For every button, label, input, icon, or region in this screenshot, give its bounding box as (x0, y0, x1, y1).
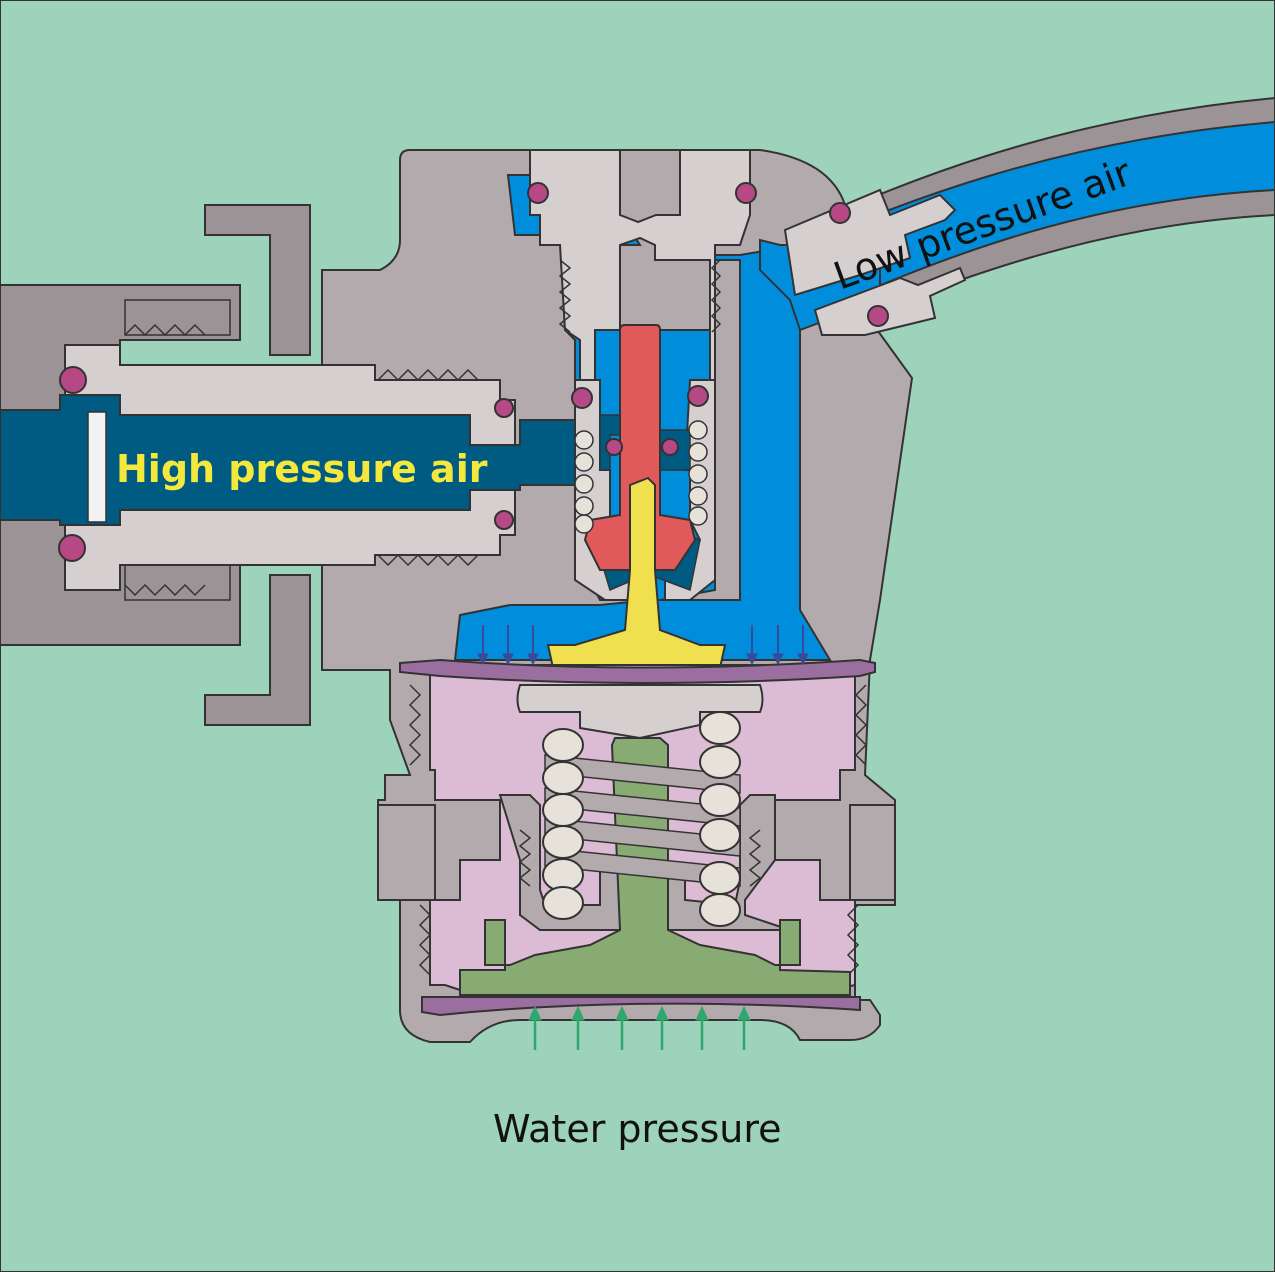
spring-coil-band (544, 754, 741, 794)
yoke-thread-teeth-lower (124, 583, 206, 597)
water-arrow-head (737, 1005, 751, 1021)
o-ring (867, 305, 889, 327)
water-arrow-head (655, 1005, 669, 1021)
spring-coil (699, 818, 741, 852)
lower-diaphragm (421, 996, 861, 1017)
spring-coil (542, 728, 584, 762)
right-cap-block (849, 804, 896, 901)
main-spring (542, 711, 741, 927)
spring-coil (542, 886, 584, 920)
valve-thread-left (558, 259, 572, 333)
yoke-upper-bracket (204, 204, 311, 356)
o-ring (494, 398, 514, 418)
water-pressure-label: Water pressure (493, 1107, 782, 1151)
inlet-thread-upper (377, 368, 479, 382)
o-ring (571, 387, 593, 409)
o-ring (527, 182, 549, 204)
spring-coil-band (544, 847, 741, 887)
inlet-thread-lower (377, 553, 479, 567)
poppet-valve (546, 476, 727, 669)
spring-coils-right (699, 711, 741, 927)
valve-spring-coil (688, 486, 708, 506)
chamber-thread-right (854, 684, 868, 766)
guide-thread-right (748, 829, 762, 887)
sintered-filter (87, 411, 107, 523)
valve-spring-coil (574, 430, 594, 450)
spring-coil (699, 745, 741, 779)
valve-spring-coil (574, 474, 594, 494)
air-arrow-head (746, 653, 758, 666)
o-rings (58, 182, 889, 562)
left-cap-block (377, 804, 436, 901)
o-ring (661, 438, 679, 456)
guide-thread-left (518, 829, 532, 887)
spring-coil (699, 711, 741, 745)
spring-coil (699, 861, 741, 895)
air-arrow-head (772, 653, 784, 666)
water-arrow-head (695, 1005, 709, 1021)
o-ring (829, 202, 851, 224)
valve-cap (529, 149, 751, 398)
valve-thread-right (710, 259, 722, 333)
fitting-upper (783, 188, 957, 297)
air-arrow-head (527, 653, 539, 666)
air-arrow-head (797, 653, 809, 666)
o-ring (59, 366, 87, 394)
o-ring (58, 534, 86, 562)
valve-spring-coil (574, 514, 594, 534)
valve-spring-right (688, 420, 708, 526)
o-ring (605, 438, 623, 456)
spring-coil (699, 783, 741, 817)
spring-coil-band (544, 787, 741, 827)
spring-top-plate (516, 684, 764, 740)
air-arrow-head (502, 653, 514, 666)
yoke-thread-upper (124, 299, 231, 336)
valve-spring-coil (688, 464, 708, 484)
yoke-thread-lower (124, 564, 231, 601)
valve-spring-coil (688, 442, 708, 462)
valve-seat (583, 324, 697, 571)
valve-spring (574, 420, 708, 534)
spring-coil (699, 893, 741, 927)
yoke-thread-teeth-upper (124, 323, 206, 337)
hose-fitting (783, 188, 967, 336)
valve-spring-coil (688, 506, 708, 526)
fitting-lower (813, 266, 967, 336)
hose-bore (758, 120, 1275, 322)
water-pressure-arrows (528, 1005, 751, 1050)
chamber-thread-left (408, 684, 422, 766)
high-pressure-air-label: High pressure air (116, 447, 488, 491)
valve-spring-coil (688, 420, 708, 440)
o-ring (735, 182, 757, 204)
spring-coil-bands (544, 754, 741, 887)
spring-coil (542, 761, 584, 795)
water-arrow-head (571, 1005, 585, 1021)
o-ring (687, 385, 709, 407)
spring-coils-left (542, 728, 584, 920)
water-arrow-head (615, 1005, 629, 1021)
cap-thread-right (846, 904, 860, 976)
valve-spring-left (574, 430, 594, 534)
air-pressure-arrows (477, 625, 809, 666)
water-arrow-head (528, 1005, 542, 1021)
spring-coil-band (544, 817, 741, 857)
cap-thread-left (418, 904, 432, 976)
spring-coil (542, 825, 584, 859)
valve-spring-coil (574, 496, 594, 516)
o-ring (494, 510, 514, 530)
valve-spring-coil (574, 452, 594, 472)
yoke-lower-bracket (204, 574, 311, 726)
upper-diaphragm (399, 658, 876, 684)
air-arrow-head (477, 653, 489, 666)
spring-coil (542, 793, 584, 827)
